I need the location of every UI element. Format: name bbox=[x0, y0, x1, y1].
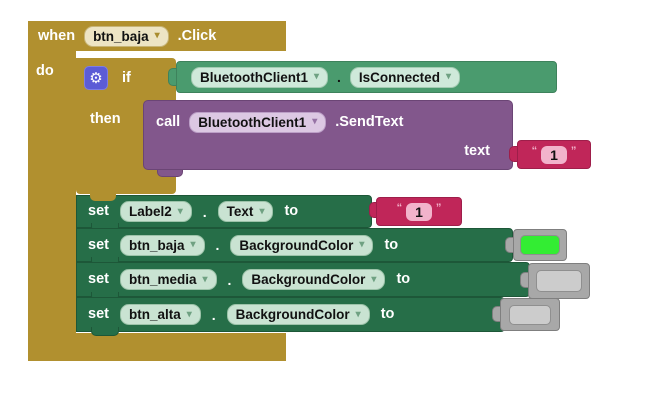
param-text-label: text bbox=[464, 142, 490, 159]
string-value-field[interactable]: 1 bbox=[406, 202, 432, 221]
set-label2-text-block[interactable]: set Label2 ▾ . Text ▾ to bbox=[76, 195, 372, 232]
chevron-down-icon: ▾ bbox=[259, 205, 265, 217]
condition-component-dropdown[interactable]: BluetoothClient1 ▾ bbox=[191, 66, 329, 88]
set-keyword: set bbox=[88, 271, 109, 288]
set-component-name: Label2 bbox=[128, 204, 172, 219]
set-property-name: BackgroundColor bbox=[251, 272, 366, 287]
color-swatch[interactable] bbox=[509, 304, 551, 325]
dot-separator: . bbox=[211, 306, 216, 323]
do-label: do bbox=[36, 63, 54, 79]
set-property-dropdown[interactable]: BackgroundColor ▾ bbox=[226, 304, 370, 325]
event-name-label: .Click bbox=[177, 27, 217, 44]
set-property-name: BackgroundColor bbox=[235, 307, 350, 322]
when-keyword: when bbox=[38, 27, 76, 44]
call-block-param-row: text bbox=[144, 137, 512, 165]
set-property-dropdown[interactable]: BackgroundColor ▾ bbox=[230, 234, 374, 256]
set-property-name: BackgroundColor bbox=[239, 237, 354, 253]
set-btnbaja-backgroundcolor-block[interactable]: set btn_baja ▾ . BackgroundColor ▾ to bbox=[76, 228, 513, 266]
close-quote: ” bbox=[435, 202, 442, 214]
color-swatch[interactable] bbox=[536, 270, 582, 292]
set-property-dropdown[interactable]: BackgroundColor ▾ bbox=[242, 269, 386, 290]
chevron-down-icon: ▾ bbox=[359, 239, 365, 250]
set-component-name: btn_media bbox=[128, 272, 197, 287]
chevron-down-icon: ▾ bbox=[445, 71, 451, 82]
event-component-dropdown[interactable]: btn_baja ▾ bbox=[84, 25, 169, 47]
call-method-label: .SendText bbox=[335, 113, 404, 130]
set-component-name: btn_alta bbox=[128, 307, 181, 322]
set-component-dropdown[interactable]: btn_media ▾ bbox=[119, 269, 217, 290]
close-quote: ” bbox=[570, 145, 577, 157]
set-keyword: set bbox=[88, 306, 109, 323]
label2-string-block[interactable]: “ 1 ” bbox=[376, 197, 462, 226]
color-block-gray[interactable] bbox=[528, 263, 590, 299]
chevron-down-icon: ▾ bbox=[190, 239, 196, 250]
set-btnmedia-backgroundcolor-block[interactable]: set btn_media ▾ . BackgroundColor ▾ to bbox=[76, 262, 530, 301]
color-swatch[interactable] bbox=[520, 235, 560, 255]
chevron-down-icon: ▾ bbox=[177, 205, 183, 217]
then-label: then bbox=[90, 111, 121, 127]
dot-separator: . bbox=[202, 203, 207, 220]
to-label: to bbox=[384, 236, 399, 253]
to-label: to bbox=[284, 203, 299, 220]
text-string-block[interactable]: “ 1 ” bbox=[517, 140, 591, 169]
chevron-down-icon: ▾ bbox=[314, 71, 320, 82]
set-component-dropdown[interactable]: Label2 ▾ bbox=[119, 201, 192, 222]
call-keyword: call bbox=[156, 113, 181, 130]
to-label: to bbox=[396, 271, 411, 288]
dot-separator: . bbox=[227, 271, 232, 288]
call-block-connector-tab bbox=[157, 168, 183, 177]
when-block-header[interactable]: when btn_baja ▾ .Click bbox=[28, 21, 286, 51]
condition-property-dropdown[interactable]: IsConnected ▾ bbox=[349, 66, 460, 88]
set-component-dropdown[interactable]: btn_baja ▾ bbox=[119, 234, 205, 256]
set-btnalta-backgroundcolor-block[interactable]: set btn_alta ▾ . BackgroundColor ▾ to bbox=[76, 297, 505, 336]
set-keyword: set bbox=[88, 236, 109, 253]
chevron-down-icon: ▾ bbox=[202, 273, 208, 285]
call-component-dropdown[interactable]: BluetoothClient1 ▾ bbox=[189, 111, 327, 133]
event-component-name: btn_baja bbox=[93, 28, 149, 44]
condition-property-name: IsConnected bbox=[358, 69, 440, 85]
set-component-dropdown[interactable]: btn_alta ▾ bbox=[119, 304, 201, 325]
set-property-name: Text bbox=[226, 204, 254, 219]
color-block-gray[interactable] bbox=[500, 298, 560, 331]
call-component-name: BluetoothClient1 bbox=[198, 114, 307, 130]
open-quote: “ bbox=[396, 202, 403, 214]
call-block-header-row: call BluetoothClient1 ▾ .SendText bbox=[144, 101, 512, 137]
set-property-dropdown[interactable]: Text ▾ bbox=[217, 201, 274, 222]
if-block-connector-tab bbox=[90, 192, 116, 201]
dot-separator: . bbox=[337, 69, 341, 85]
chevron-down-icon: ▾ bbox=[371, 273, 377, 285]
set-component-name: btn_baja bbox=[128, 237, 185, 253]
chevron-down-icon: ▾ bbox=[312, 116, 318, 127]
sendtext-call-block[interactable]: call BluetoothClient1 ▾ .SendText text bbox=[143, 100, 513, 170]
dot-separator: . bbox=[215, 237, 220, 253]
chevron-down-icon: ▾ bbox=[355, 308, 361, 320]
string-value-field[interactable]: 1 bbox=[541, 145, 567, 164]
condition-component-name: BluetoothClient1 bbox=[200, 69, 308, 85]
chevron-down-icon: ▾ bbox=[154, 30, 160, 41]
mutator-gear-icon[interactable]: ⚙ bbox=[84, 66, 108, 90]
open-quote: “ bbox=[531, 145, 538, 157]
to-label: to bbox=[380, 306, 395, 323]
if-label: if bbox=[122, 70, 131, 86]
chevron-down-icon: ▾ bbox=[186, 308, 192, 320]
isconnected-getter-block[interactable]: BluetoothClient1 ▾ . IsConnected ▾ bbox=[176, 61, 557, 93]
color-block-green[interactable] bbox=[513, 229, 567, 261]
set-keyword: set bbox=[88, 203, 109, 220]
